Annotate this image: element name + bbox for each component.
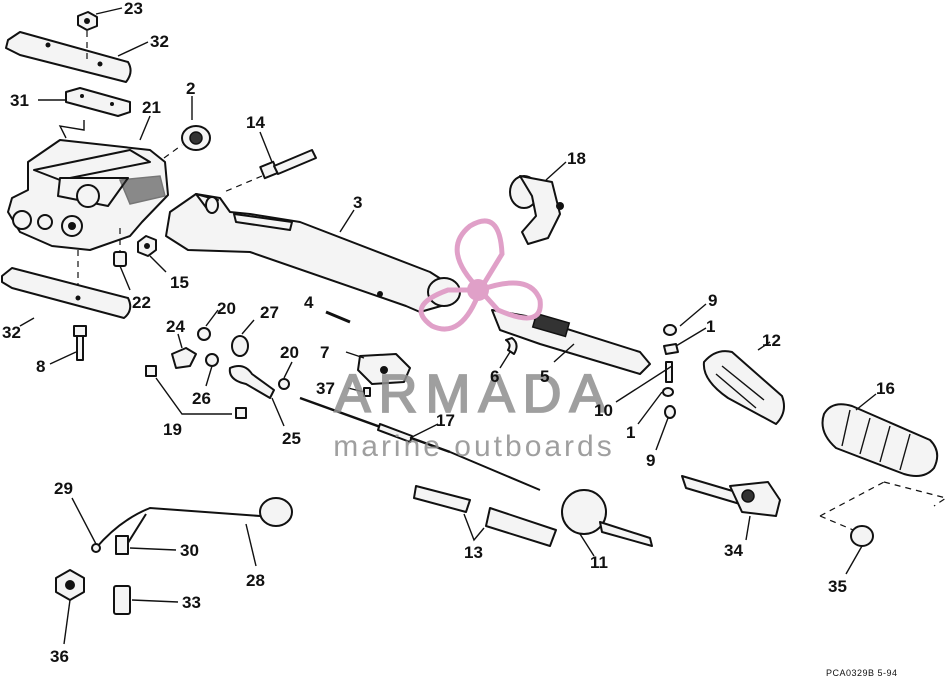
callout-12: 12: [762, 331, 781, 350]
screws-19: [145, 365, 247, 419]
watermark-brand: ARMADA: [334, 364, 613, 424]
callout-20-upper: 20: [217, 299, 236, 318]
link-24: [171, 347, 197, 369]
callout-30: 30: [180, 541, 199, 560]
callout-1-lower: 1: [626, 423, 635, 442]
callout-34: 34: [724, 541, 743, 560]
callout-3: 3: [353, 193, 362, 212]
armada-watermark: ARMADA marine outboards: [333, 218, 614, 463]
callout-27: 27: [260, 303, 279, 322]
grip-insert-12: [702, 350, 785, 425]
callout-35: 35: [828, 577, 847, 596]
drawing-reference-code: PCA0329B 5-94: [826, 668, 898, 678]
small-parts-1-9-10: [662, 324, 679, 419]
callout-10: 10: [594, 401, 613, 420]
callout-31: 31: [10, 91, 29, 110]
handle-grip-16: [821, 403, 939, 477]
terminal-30: [115, 535, 129, 555]
callout-4: 4: [304, 293, 314, 312]
callout-29: 29: [54, 479, 73, 498]
lever-25: [228, 365, 275, 399]
wire-harness-28-29: [91, 497, 293, 553]
bolt-8: [73, 325, 87, 361]
callout-25: 25: [282, 429, 301, 448]
pin-4: [325, 310, 351, 324]
callout-21: 21: [142, 98, 161, 117]
tiller-arm-3: [165, 193, 461, 313]
washer-2: [181, 125, 211, 151]
terminal-33: [113, 585, 131, 615]
callout-9-lower: 9: [646, 451, 655, 470]
callout-33: 33: [182, 593, 201, 612]
callout-28: 28: [246, 571, 265, 590]
callout-22: 22: [132, 293, 151, 312]
throttle-shaft-5: [491, 309, 651, 375]
callout-17: 17: [436, 411, 455, 430]
callout-13: 13: [464, 543, 483, 562]
callout-23: 23: [124, 0, 143, 18]
callout-19: 19: [163, 420, 182, 439]
spacer-26: [205, 353, 219, 367]
callout-26: 26: [192, 389, 211, 408]
callout-9-upper: 9: [708, 291, 717, 310]
watermark-tagline: marine outboards: [333, 430, 614, 463]
clamp-18: [509, 175, 564, 245]
shim-plate-31: [65, 87, 131, 117]
lower-plate-32: [1, 267, 132, 319]
tube-13: [413, 485, 557, 547]
callout-32-upper: 32: [150, 32, 169, 51]
upper-plate-32: [5, 31, 132, 83]
callout-7: 7: [320, 343, 329, 362]
callout-15: 15: [170, 273, 189, 292]
callout-2: 2: [186, 79, 195, 98]
cable-17: [299, 396, 541, 491]
callout-36: 36: [50, 647, 69, 666]
callout-8: 8: [36, 357, 45, 376]
callout-11: 11: [590, 553, 608, 572]
propeller-logo-icon: [418, 218, 543, 332]
nut-36: [55, 569, 85, 601]
nut-23: [77, 11, 98, 31]
cap-35: [850, 525, 874, 547]
screw-22: [113, 251, 127, 267]
callout-32-lower: 32: [2, 323, 21, 342]
switch-34: [681, 475, 781, 517]
friction-block-11: [561, 489, 653, 547]
callout-labels: 23 32 31 21 2 14 3 18 22 15 32 8 4 20 27…: [2, 0, 895, 666]
callout-18: 18: [567, 149, 586, 168]
washer-20b: [278, 378, 290, 390]
swivel-bracket-21: [7, 139, 169, 251]
callout-5: 5: [540, 367, 549, 386]
bolt-14: [259, 149, 317, 180]
callout-1-upper: 1: [706, 317, 715, 336]
callout-24: 24: [166, 317, 185, 336]
leader-lines: [19, 7, 877, 645]
nut-15: [137, 235, 157, 257]
ferrule-27: [231, 335, 249, 357]
bracket-7: [357, 353, 411, 385]
roll-pin-6: [505, 337, 518, 355]
callout-20-lower: 20: [280, 343, 299, 362]
callout-16: 16: [876, 379, 895, 398]
callout-37: 37: [316, 379, 335, 398]
callout-14: 14: [246, 113, 265, 132]
callout-6: 6: [490, 367, 499, 386]
washer-20a: [197, 327, 211, 341]
